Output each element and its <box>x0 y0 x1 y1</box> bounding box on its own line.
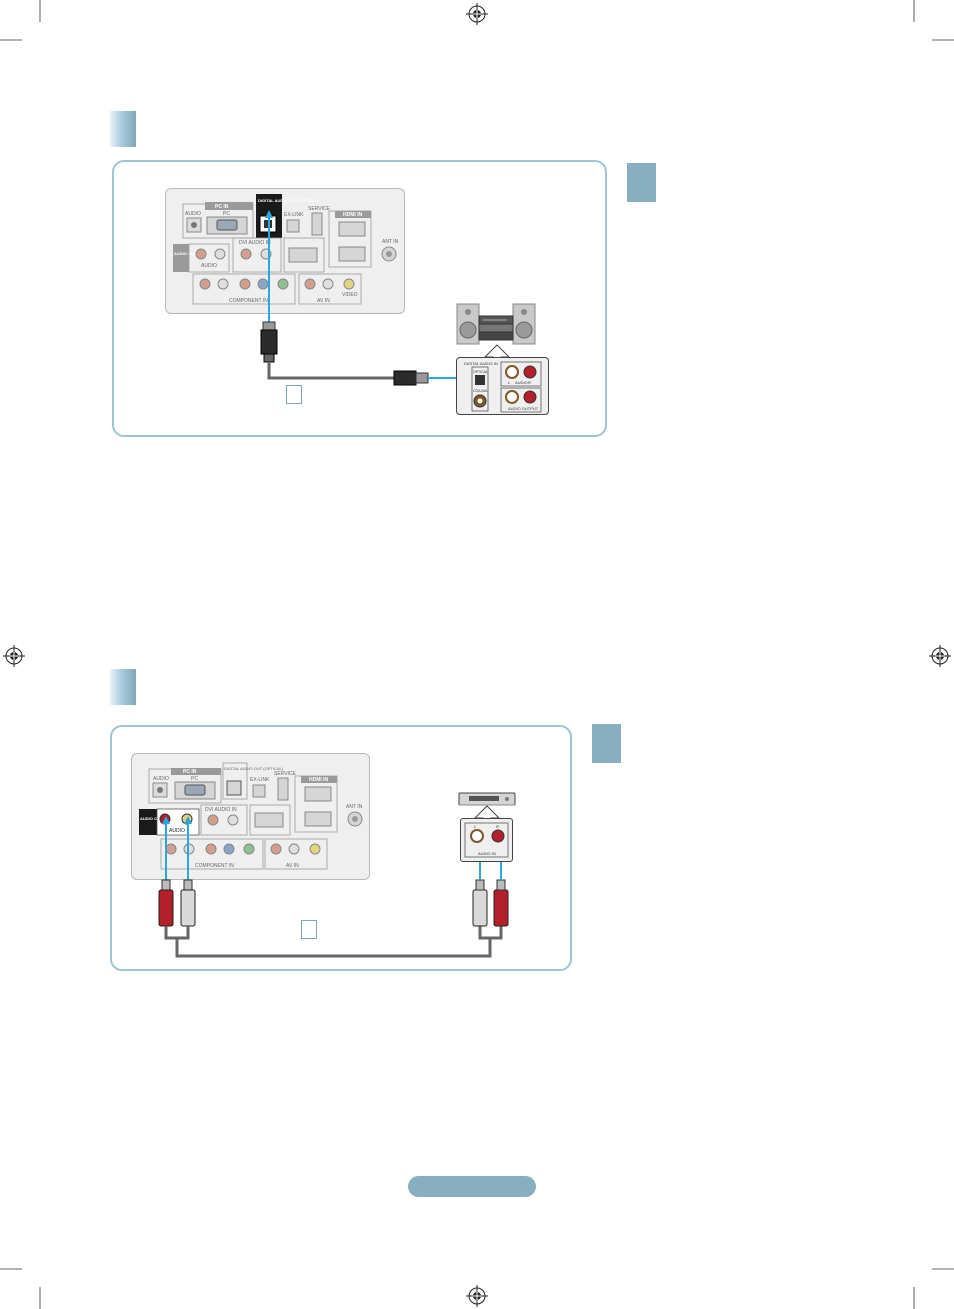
registration-mark-left <box>3 645 25 667</box>
dvi-audio-in-label: DVI AUDIO IN <box>239 240 271 246</box>
page-number-pill <box>408 1176 536 1197</box>
ant-in-label: ANT IN <box>382 239 399 245</box>
av-in-label: AV IN <box>317 298 330 304</box>
receiver-ports: DIGITAL AUDIO IN OPTICAL COAXIAL L AUDIO… <box>464 361 542 413</box>
amplifier-rear-panel <box>460 818 513 862</box>
audio-mid-label: AUDIO <box>515 380 528 385</box>
hdmi-in-label: HDMI IN <box>343 212 363 218</box>
pc-label-bottom: PC <box>191 776 198 782</box>
section-marker-bottom <box>110 669 136 705</box>
optical-cable-top <box>260 210 468 386</box>
ant-in-label-bottom: ANT IN <box>346 804 363 810</box>
amplifier-icon <box>458 792 516 806</box>
pc-in-label: PC IN <box>215 204 229 210</box>
audio-out-label-bottom: AUDIO OUT <box>140 816 163 821</box>
ex-link-label: EX-LINK <box>284 212 304 218</box>
pc-audio-label: AUDIO <box>185 211 201 217</box>
tv-ports-top: PC IN AUDIO PC DIGITAL AUDIO OUT (OPTICA… <box>173 194 399 305</box>
side-marker-bottom <box>592 724 621 763</box>
component-in-label-bottom: COMPONENT IN <box>195 863 234 869</box>
amp-l-label: L <box>474 824 477 829</box>
tv-rear-panel-bottom <box>131 753 370 880</box>
dvi-audio-in-label-bottom: DVI AUDIO IN <box>205 807 237 813</box>
hdmi-in-label-bottom: HDMI IN <box>309 777 329 783</box>
registration-mark-bottom <box>466 1285 488 1307</box>
coaxial-label: COAXIAL <box>473 389 488 393</box>
ex-link-label-bottom: EX-LINK <box>250 777 270 783</box>
digital-audio-out-label: DIGITAL AUDIO OUT (OPTICAL) <box>258 198 319 203</box>
step-number-box-top <box>286 385 302 404</box>
audio-output-label: AUDIO OUTPUT <box>508 406 539 411</box>
registration-mark-right <box>929 645 951 667</box>
audio-l-label: L <box>508 380 511 385</box>
pc-in-label-bottom: PC IN <box>183 769 197 775</box>
optical-label: OPTICAL <box>473 370 488 374</box>
service-label: SERVICE <box>308 206 331 212</box>
amplifier-ports: L R AUDIO IN <box>464 822 509 858</box>
service-label-bottom: SERVICE <box>274 771 297 777</box>
pc-label: PC <box>223 211 230 217</box>
registration-mark-top <box>466 3 488 25</box>
digital-audio-in-label: DIGITAL AUDIO IN <box>464 361 498 366</box>
component-in-label: COMPONENT IN <box>229 298 268 304</box>
audio-r-label: R <box>528 380 531 385</box>
side-marker-top <box>627 163 656 202</box>
audio-lr-label-top: AUDIO <box>201 263 217 269</box>
rca-cables-bottom <box>158 816 509 958</box>
video-label: VIDEO <box>342 292 358 298</box>
section-marker-top <box>110 111 136 147</box>
audio-out-label: AUDIO OUT <box>174 251 197 256</box>
step-number-box-bottom <box>301 920 317 939</box>
av-in-label-bottom: AV IN <box>286 863 299 869</box>
audio-lr-label-bottom: AUDIO <box>169 828 185 834</box>
amp-audio-in-label: AUDIO IN <box>478 851 496 856</box>
audio-system-icon <box>456 303 536 345</box>
pc-audio-label-bottom: AUDIO <box>153 776 169 782</box>
amp-r-label: R <box>496 824 499 829</box>
digital-audio-out-label-bottom: DIGITAL AUDIO OUT (OPTICAL) <box>224 766 284 771</box>
